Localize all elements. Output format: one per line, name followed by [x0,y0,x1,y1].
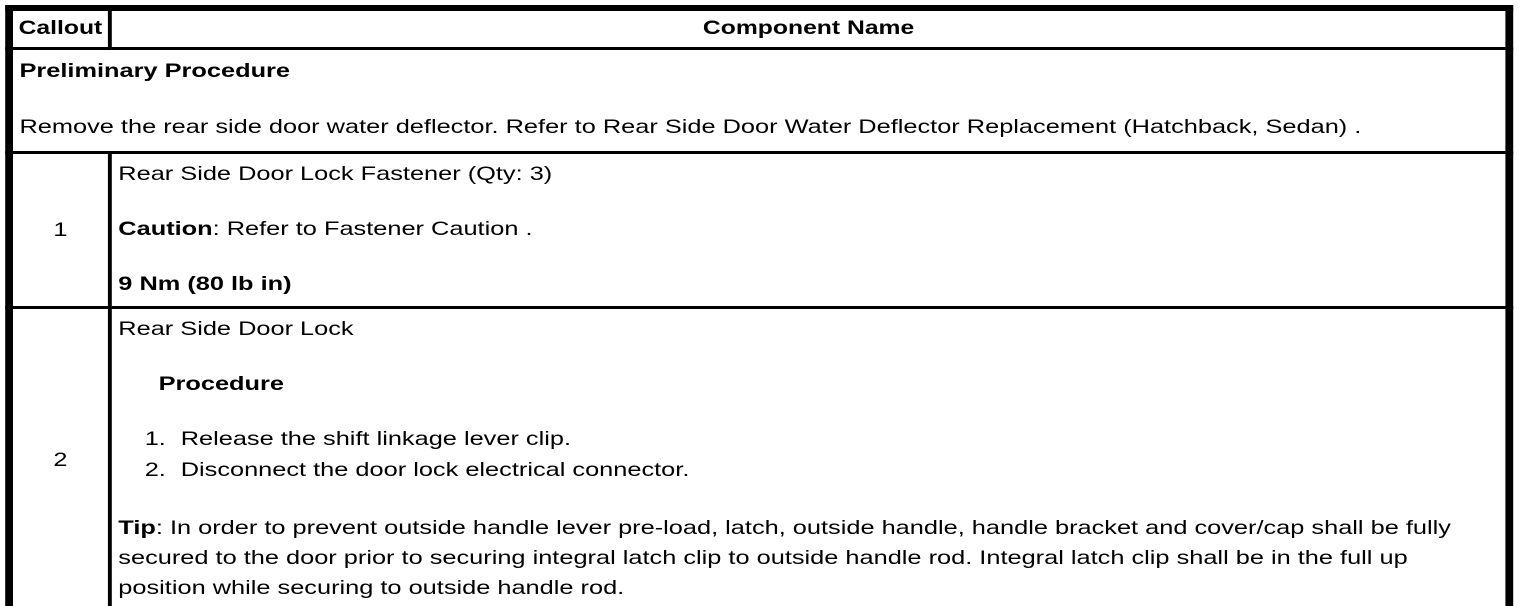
procedure-step-list: Release the shift linkage lever clip. Di… [118,424,1495,486]
component-name-text: Rear Side Door Lock [118,318,354,340]
procedure-heading: Procedure [158,373,284,395]
table-header-row: Callout Component Name [7,6,1512,50]
procedure-step: Release the shift linkage lever clip. [173,424,1495,455]
component-cell-1: Rear Side Door Lock Fastener (Qty: 3) Ca… [107,151,1512,309]
callout-number-1: 1 [7,151,112,309]
table-row-callout-2: 2 Rear Side Door Lock Procedure Release … [7,306,1512,606]
tip-note: Tip: In order to prevent outside handle … [118,513,1495,603]
caution-label: Caution [118,218,213,240]
callout-column-header: Callout [7,6,112,50]
caution-note: Caution: Refer to Fastener Caution . [118,214,1495,244]
component-name-text: Rear Side Door Lock Fastener (Qty: 3) [118,163,553,185]
preliminary-procedure-row: Preliminary Procedure Remove the rear si… [7,47,1512,154]
table-row-callout-1: 1 Rear Side Door Lock Fastener (Qty: 3) … [7,151,1512,309]
component-callout-table: Callout Component Name Preliminary Proce… [5,5,1514,606]
callout-number-2: 2 [7,306,112,606]
preliminary-procedure-cell: Preliminary Procedure Remove the rear si… [7,47,1512,154]
torque-spec: 9 Nm (80 lb in) [118,273,292,295]
preliminary-procedure-title: Preliminary Procedure [19,60,291,82]
tip-text: : In order to prevent outside handle lev… [118,517,1451,599]
component-cell-2: Rear Side Door Lock Procedure Release th… [107,306,1512,606]
caution-text: : Refer to Fastener Caution . [212,218,533,240]
procedure-step: Disconnect the door lock electrical conn… [173,455,1495,486]
preliminary-procedure-text: Remove the rear side door water deflecto… [19,116,1362,138]
component-name-column-header: Component Name [107,6,1512,50]
tip-label: Tip [118,517,156,539]
